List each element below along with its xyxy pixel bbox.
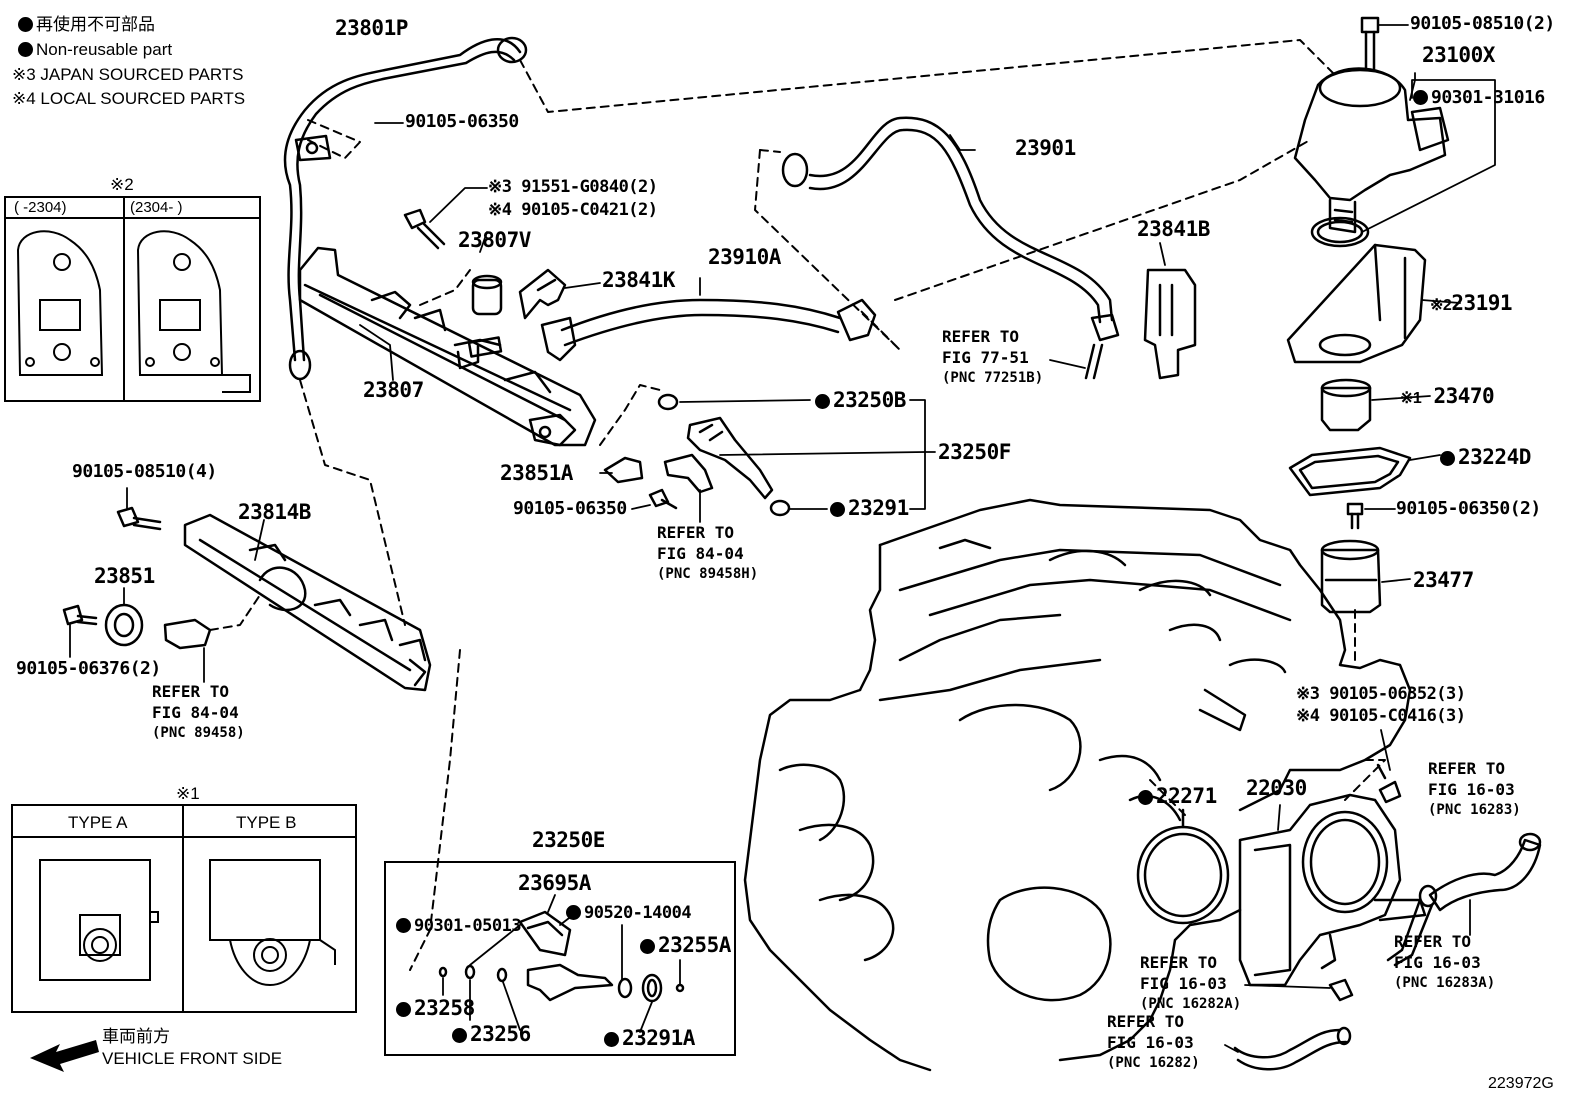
part-label: 90105-06350(2)	[1396, 498, 1541, 519]
part-label: 23100X	[1422, 43, 1495, 67]
connector-23841B	[1143, 268, 1197, 380]
legend-japan-sourced: ※3 JAPAN SOURCED PARTS	[12, 65, 244, 84]
fuel-rail-23814B	[183, 513, 432, 692]
non-reusable-dot-icon	[815, 394, 830, 409]
part-label: 90105-06376(2)	[16, 658, 161, 679]
legend-non-reusable-en: Non-reusable part	[18, 41, 172, 58]
legend-non-reusable-jp: 再使用不可部品	[18, 16, 155, 33]
non-reusable-dot-icon	[1413, 90, 1428, 105]
hose-23910A	[560, 298, 842, 332]
part-label: 23250F	[938, 440, 1011, 464]
part-label: 23695A	[518, 871, 591, 895]
note2-mark: ※2	[110, 175, 134, 194]
part-label: 90301-31016	[1413, 89, 1545, 107]
non-reusable-dot-icon	[640, 939, 655, 954]
engine-block	[878, 498, 1412, 812]
non-reusable-dot-icon	[18, 17, 33, 32]
vehicle-front-en: VEHICLE FRONT SIDE	[102, 1049, 283, 1068]
part-label: 23256	[452, 1024, 531, 1045]
part-label: 23291A	[604, 1028, 695, 1049]
non-reusable-dot-icon	[396, 918, 411, 933]
note1-mark: ※1	[176, 784, 200, 803]
pipe-23901	[808, 116, 1114, 322]
part-label: ※3 90105-06352(3)	[1296, 684, 1466, 704]
part-label: 23255A	[640, 935, 731, 956]
part-label: 23801P	[335, 16, 408, 40]
gasket-22271	[1136, 825, 1230, 925]
part-label: ※223191	[1430, 291, 1513, 315]
non-reusable-dot-icon	[1138, 790, 1153, 805]
part-label: 23841B	[1137, 217, 1210, 241]
non-reusable-dot-icon	[830, 502, 845, 517]
part-label: ※3 91551-G0840(2)	[488, 177, 658, 197]
part-label: 22030	[1246, 776, 1307, 800]
part-label: 23910A	[708, 245, 781, 269]
non-reusable-dot-icon	[604, 1032, 619, 1047]
part-label: 23258	[396, 998, 475, 1019]
non-reusable-dot-icon	[452, 1028, 467, 1043]
part-label: 90105-06350	[405, 111, 519, 132]
non-reusable-dot-icon	[1440, 451, 1455, 466]
note1-type-b: TYPE B	[236, 813, 297, 832]
vehicle-front-arrow-icon	[30, 1040, 99, 1072]
note2-box	[4, 196, 261, 402]
part-label: 23851A	[500, 461, 573, 485]
part-label: ※1 23470	[1400, 384, 1495, 408]
part-label: 23477	[1413, 568, 1474, 592]
part-label: ※4 90105-C0416(3)	[1296, 706, 1466, 726]
note2-col1: ( -2304)	[14, 199, 67, 216]
part-label: 23250E	[532, 828, 605, 852]
non-reusable-dot-icon	[566, 905, 581, 920]
injector-23250F	[686, 416, 774, 500]
part-label: 90520-14004	[566, 905, 692, 922]
pipe-23801P	[283, 38, 522, 362]
kit-box-23250E	[384, 861, 736, 1056]
fuel-rail-23807	[298, 246, 597, 447]
part-label: 90301-05013	[396, 918, 522, 935]
figure-id: 223972G	[1488, 1075, 1554, 1092]
bracket-23191	[1286, 243, 1427, 364]
part-label: 23814B	[238, 500, 311, 524]
part-label: 23807V	[458, 228, 531, 252]
gasket-23224D	[1288, 446, 1412, 497]
part-label: 23901	[1015, 136, 1076, 160]
part-label: 23250B	[815, 390, 906, 411]
part-label: 90105-06350	[513, 498, 627, 519]
non-reusable-dot-icon	[396, 1002, 411, 1017]
part-label: 90105-08510(2)	[1410, 13, 1555, 34]
part-label: 23851	[94, 564, 155, 588]
part-label: ※4 90105-C0421(2)	[488, 200, 658, 220]
part-label: 23807	[363, 378, 424, 402]
part-label: 22271	[1138, 786, 1217, 807]
part-label: 23841K	[602, 268, 675, 292]
vehicle-front-jp: 車両前方	[102, 1027, 170, 1046]
part-label: 90105-08510(4)	[72, 461, 217, 482]
part-label: 23224D	[1440, 447, 1531, 468]
part-label: 23291	[830, 498, 909, 519]
note1-type-a: TYPE A	[68, 813, 128, 832]
legend-local-sourced: ※4 LOCAL SOURCED PARTS	[12, 89, 246, 108]
non-reusable-dot-icon	[18, 42, 33, 57]
note2-col2: (2304- )	[130, 199, 183, 216]
